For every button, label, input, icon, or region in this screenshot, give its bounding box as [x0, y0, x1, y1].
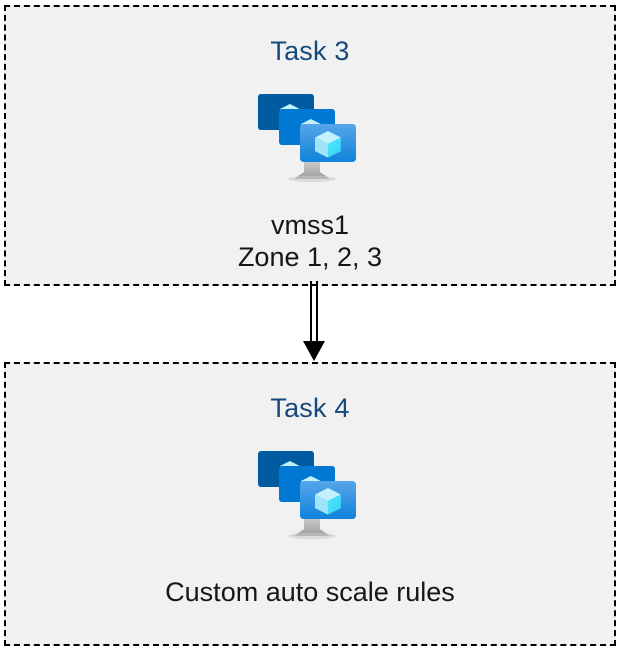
task-box-task4[interactable]: Task 4: [4, 362, 616, 646]
task-box-task3[interactable]: Task 3: [4, 5, 616, 286]
node-caption: vmss1 Zone 1, 2, 3: [237, 210, 383, 272]
task-title: Task 3: [270, 36, 350, 66]
connector-arrow-task3-to-task4: [296, 281, 332, 363]
node-caption: Custom auto scale rules: [165, 577, 455, 607]
task-title: Task 4: [270, 393, 350, 423]
azure-vm-scale-set-icon: [252, 88, 368, 186]
azure-vm-scale-set-icon: [252, 445, 368, 543]
